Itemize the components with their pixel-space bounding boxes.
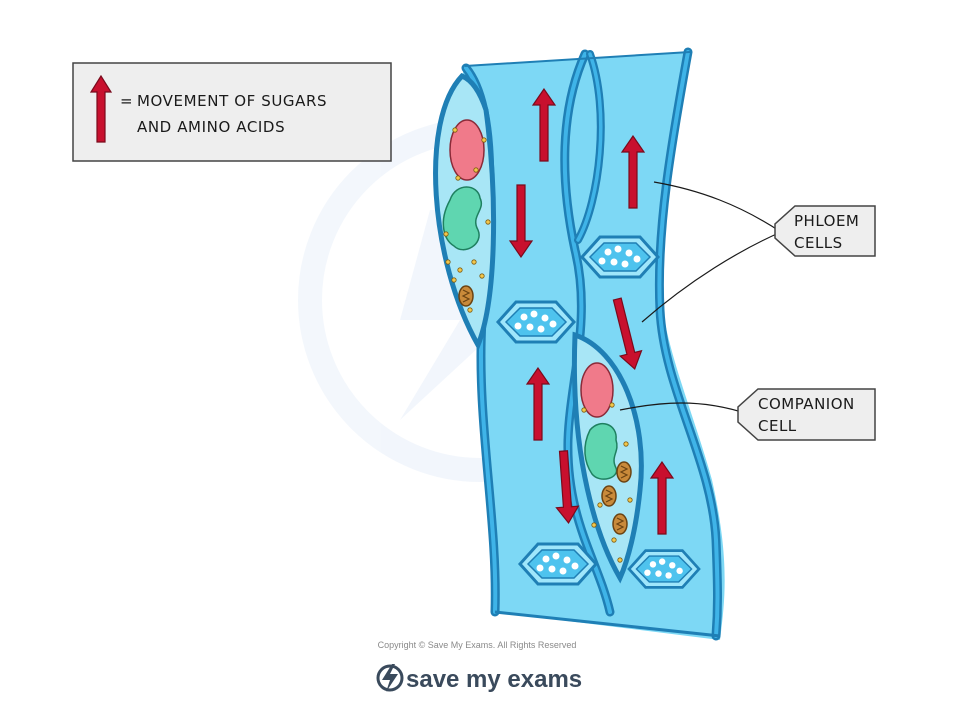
vesicles xyxy=(581,402,633,563)
phloem-label-line-2: CELLS xyxy=(794,234,843,252)
brand-name: save my exams xyxy=(406,666,582,693)
sieve-plate xyxy=(518,542,598,586)
legend-arrow-icon xyxy=(89,74,113,143)
companion-cell-upper xyxy=(433,73,497,351)
legend-equals: = xyxy=(120,92,133,110)
sieve-plate xyxy=(496,300,576,344)
phloem-cells-label: PHLOEM CELLS xyxy=(774,205,876,257)
phloem-label-line-1: PHLOEM xyxy=(794,212,859,230)
brand-logo: save my exams xyxy=(376,664,582,693)
vesicles xyxy=(443,127,491,313)
organelle xyxy=(584,422,618,480)
legend-line-2: AND AMINO ACIDS xyxy=(137,118,285,136)
copyright-text: Copyright © Save My Exams. All Rights Re… xyxy=(378,640,577,650)
companion-cell-lower xyxy=(571,331,644,584)
nucleus xyxy=(449,119,485,181)
companion-label-line-2: CELL xyxy=(758,417,797,435)
legend-line-1: MOVEMENT OF SUGARS xyxy=(137,92,327,110)
sieve-plate xyxy=(627,549,701,589)
companion-label-line-1: COMPANION xyxy=(758,395,855,413)
phloem-tissue xyxy=(433,47,725,641)
organelle xyxy=(442,186,483,251)
sieve-plate xyxy=(580,235,660,279)
companion-cell-label: COMPANION CELL xyxy=(737,388,876,441)
lightning-bolt-icon xyxy=(376,664,404,692)
legend-box: = MOVEMENT OF SUGARS AND AMINO ACIDS xyxy=(72,62,392,162)
nucleus xyxy=(580,362,614,418)
